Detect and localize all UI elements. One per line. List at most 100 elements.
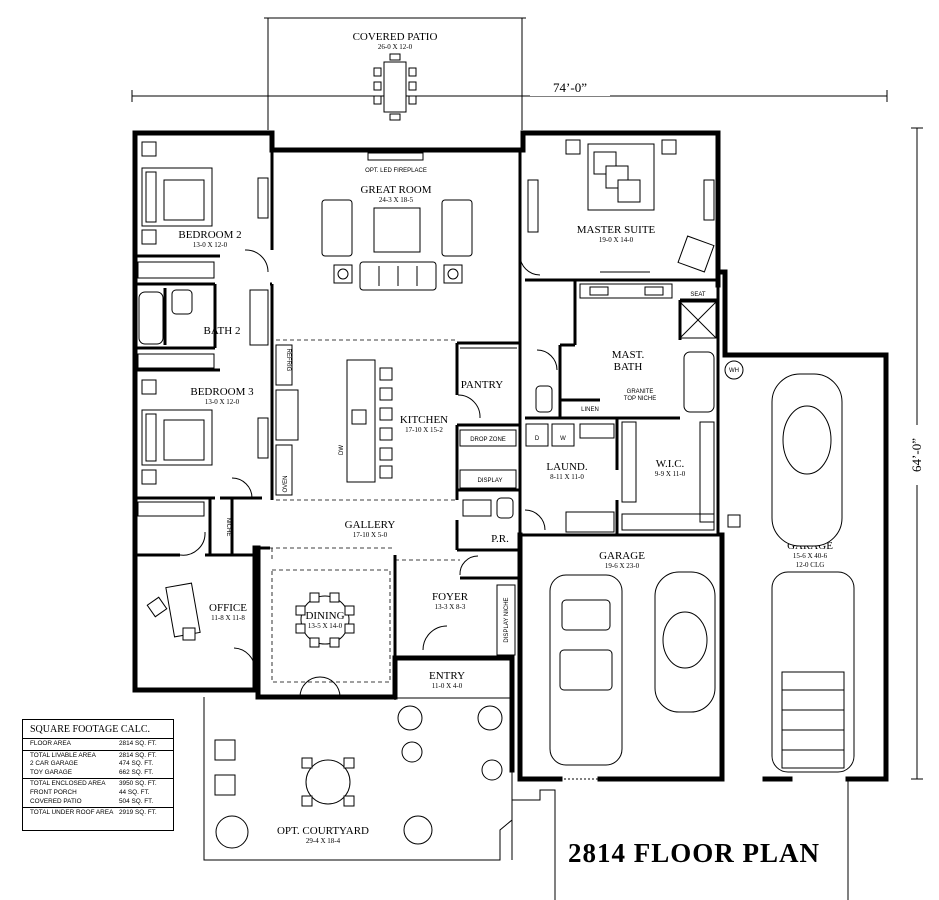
bedroom-3: BEDROOM 3 13-0 X 12-0: [137, 353, 269, 499]
granite-label-2: TOP NICHE: [624, 396, 656, 402]
sqft-label: TOTAL UNDER ROOF AREA: [30, 809, 114, 817]
patio-table: [383, 61, 407, 113]
pr-label: P.R.: [491, 533, 509, 545]
master-vanity: [579, 283, 673, 299]
refrigerator: [275, 344, 293, 386]
sqft-label: TOY GARAGE: [30, 768, 73, 776]
toilet-pr: [496, 497, 514, 519]
foyer-label: FOYER: [432, 591, 469, 603]
armchair-left: [321, 199, 353, 257]
refrig-label: REFRIG: [285, 349, 291, 372]
gallery-dims: 17-10 X 5-0: [353, 531, 388, 539]
bath-2-label: BATH 2: [204, 325, 241, 337]
fireplace-label: OPT. LED FIREPLACE: [365, 168, 427, 174]
sqft-row: FLOOR AREA 2814 SQ. FT.: [23, 740, 173, 749]
wic-dims: 9-9 X 11-0: [655, 470, 686, 478]
drop-zone-label: DROP ZONE: [470, 437, 506, 443]
oven-label: OVEN: [283, 475, 289, 492]
sqft-group-1: FLOOR AREA 2814 SQ. FT.: [23, 739, 173, 751]
sqft-label: TOTAL ENCLOSED AREA: [30, 780, 106, 788]
master-suite: MASTER SUITE 19-0 X 14-0: [527, 139, 715, 273]
garage-toy-dims: 15-6 X 40-6: [793, 552, 828, 560]
courtyard-dims: 29-4 X 18-4: [306, 837, 341, 845]
sqft-label: TOTAL LIVABLE AREA: [30, 751, 96, 759]
niche-label: NICHE: [225, 518, 231, 537]
drop-zone: DROP ZONE DISPLAY: [459, 429, 517, 489]
laundry-label: LAUND.: [546, 461, 587, 473]
bedroom-2-dims: 13-0 X 12-0: [193, 241, 228, 249]
wh-label: WH: [729, 368, 739, 374]
sqft-group-4: TOTAL UNDER ROOF AREA 2919 SQ. FT.: [23, 808, 173, 819]
washer-label: W: [560, 436, 566, 442]
toilet-bath-2: [171, 289, 193, 315]
fireplace: [367, 152, 424, 161]
vanity-bath-2: [249, 289, 269, 346]
sqft-label: FLOOR AREA: [30, 740, 71, 747]
bedroom-3-dims: 13-0 X 12-0: [205, 398, 240, 406]
bath-2: BATH 2: [138, 289, 269, 346]
exterior-walls: [132, 130, 889, 782]
sqft-label: 2 CAR GARAGE: [30, 760, 78, 768]
office-dims: 11-8 X 11-8: [211, 614, 245, 622]
sqft-label: COVERED PATIO: [30, 797, 82, 805]
sqft-row: TOY GARAGE 662 SQ. FT.: [23, 769, 173, 778]
garage-main-dims: 19-6 X 23-0: [605, 562, 640, 570]
tub-bath-2: [138, 291, 164, 345]
toilet-master: [535, 385, 553, 413]
covered-patio-dims: 26-0 X 12-0: [378, 43, 413, 51]
pantry-label: PANTRY: [461, 379, 503, 391]
master-bath: SEAT MAST. BATH GRANITE TOP NICHE LINEN: [535, 283, 717, 413]
display-label: DISPLAY: [478, 478, 503, 484]
great-room-label: GREAT ROOM: [360, 184, 431, 196]
garage-car-2: [654, 571, 716, 713]
courtyard-table: [305, 759, 351, 805]
closet-bedroom-2: [137, 261, 215, 279]
sqft-value: 2814 SQ. FT.: [119, 740, 157, 747]
sink-pr: [462, 499, 492, 517]
gallery-label: GALLERY: [345, 519, 396, 531]
sqft-value: 2919 SQ. FT.: [119, 809, 157, 817]
walk-in-closet: W.I.C. 9-9 X 11-0: [621, 421, 715, 531]
sqft-value: 662 SQ. FT.: [119, 768, 154, 776]
depth-dimension-label: 64’-0”: [909, 438, 924, 472]
master-suite-label: MASTER SUITE: [577, 224, 656, 236]
dryer-label: D: [535, 436, 540, 442]
sports-car: [771, 373, 843, 547]
depth-dimension: 64’-0”: [908, 127, 926, 780]
entry-label: ENTRY: [429, 670, 465, 682]
office-label: OFFICE: [209, 602, 247, 614]
bedroom-2: BEDROOM 2 13-0 X 12-0: [137, 141, 269, 279]
courtyard-label: OPT. COURTYARD: [277, 825, 369, 837]
powder-room: P.R.: [459, 497, 514, 576]
pantry: PANTRY: [457, 347, 517, 419]
foyer: FOYER 13-3 X 8-3 DISPLAY NICHE: [422, 584, 516, 656]
mast-bath-label-2: BATH: [614, 361, 643, 373]
closet-bedroom-3: [137, 353, 215, 369]
granite-label: GRANITE: [627, 389, 654, 395]
sqft-value: 474 SQ. FT.: [119, 760, 154, 768]
covered-patio-label: COVERED PATIO: [353, 31, 438, 43]
kitchen-label: KITCHEN: [400, 414, 448, 426]
great-room-dims: 24-3 X 18-5: [379, 196, 414, 204]
laundry: D W LAUND. 8-11 X 11-0: [524, 423, 615, 533]
armchair-right: [441, 199, 473, 257]
plan-title: 2814 FLOOR PLAN: [568, 838, 820, 868]
interior-walls: [135, 150, 722, 658]
water-heater: WH: [724, 360, 744, 380]
dining: DINING 13-5 X 14-0: [295, 592, 355, 698]
width-dimension: 74’-0”: [131, 80, 888, 102]
sqft-row: 2 CAR GARAGE 474 SQ. FT.: [23, 760, 173, 769]
kitchen-dims: 17-10 X 15-2: [405, 426, 443, 434]
sqft-value: 44 SQ. FT.: [119, 788, 150, 796]
gallery: GALLERY 17-10 X 5-0 NICHE: [225, 518, 395, 539]
display-niche-label: DISPLAY NICHE: [504, 597, 510, 642]
soffit-lines: [262, 339, 460, 683]
laundry-dims: 8-11 X 11-0: [550, 473, 584, 481]
